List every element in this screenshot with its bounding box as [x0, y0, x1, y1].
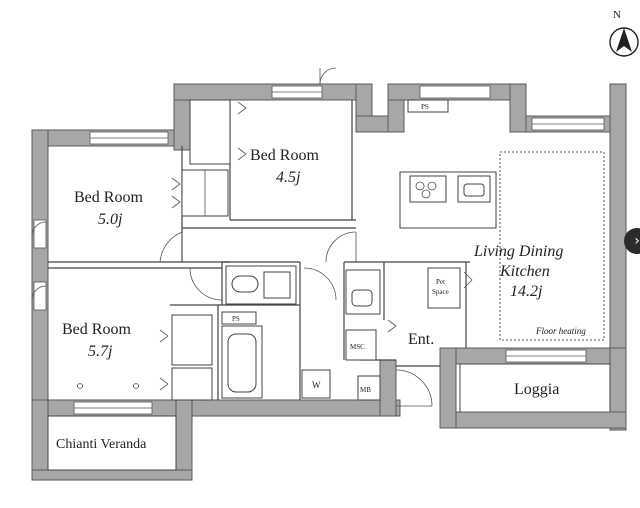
fixtures: PS W MSC MB Pet Space	[77, 151, 605, 401]
interior-walls	[48, 100, 470, 400]
compass-letter: N	[613, 9, 621, 21]
pet-label-1: Pet	[436, 278, 445, 286]
windows	[33, 85, 605, 415]
msc-label: MSC	[350, 343, 365, 351]
north-arrow-icon: N	[609, 9, 639, 57]
doors	[31, 67, 433, 407]
loggia: Loggia	[455, 363, 627, 429]
bedroom-a-name: Bed Room	[250, 147, 319, 164]
entrance-label: Ent.	[408, 331, 434, 348]
veranda: Chianti Veranda	[47, 415, 177, 471]
bedroom-b-name: Bed Room	[74, 189, 143, 206]
bedroom-b-size: 5.0j	[98, 211, 123, 228]
washer-label: W	[312, 380, 321, 390]
loggia-label: Loggia	[514, 381, 559, 398]
bedroom-c-name: Bed Room	[62, 321, 131, 338]
veranda-label: Chianti Veranda	[56, 437, 147, 452]
bedroom-a-size: 4.5j	[276, 169, 301, 186]
ldk-name-line1: Living Dining	[473, 243, 563, 260]
closet-door-markers	[159, 101, 473, 391]
ps-label-top: PS	[421, 103, 429, 111]
chevron-right-icon[interactable]: ›	[624, 228, 640, 254]
floor-heating-label: Floor heating	[535, 326, 586, 336]
room-labels: Bed Room 4.5j Bed Room 5.0j Bed Room 5.7…	[62, 147, 586, 360]
bedroom-c-size: 5.7j	[88, 343, 113, 360]
ldk-size: 14.2j	[510, 283, 543, 300]
mb-label: MB	[360, 386, 371, 394]
ldk-name-line2: Kitchen	[499, 263, 550, 280]
closets: PS	[171, 99, 449, 401]
pet-label-2: Space	[432, 288, 449, 296]
ps-label-bath: PS	[232, 315, 240, 323]
